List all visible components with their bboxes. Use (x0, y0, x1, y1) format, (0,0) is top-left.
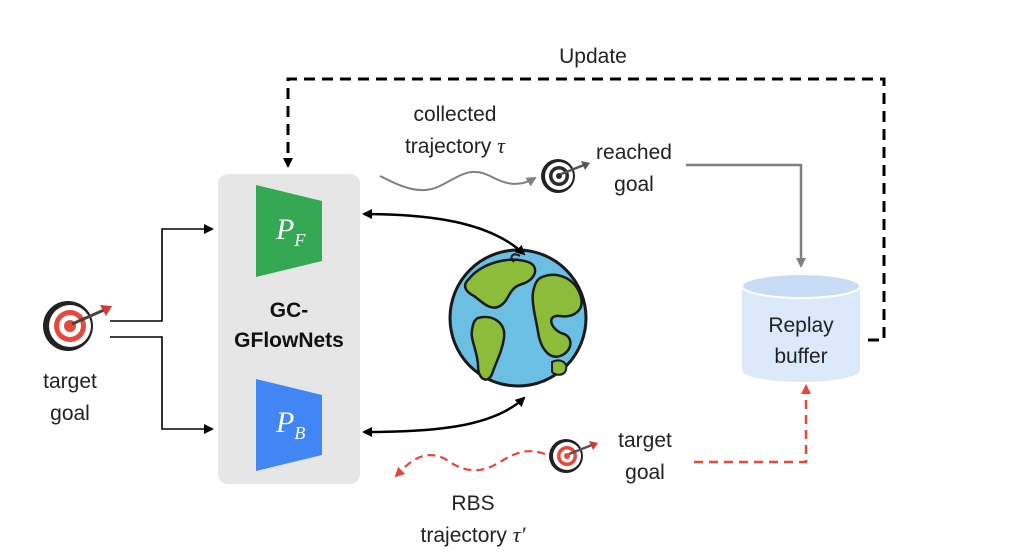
rbs-trajectory-squiggle (394, 450, 546, 478)
collected-trajectory-label-line1: collected (414, 103, 497, 126)
backward-env-arrow (362, 396, 526, 437)
target-icon (43, 301, 112, 351)
backward-policy-block (256, 379, 322, 471)
forward-policy-block (256, 185, 322, 277)
update-label: Update (559, 45, 627, 68)
goal-input-connector (110, 224, 214, 434)
target-icon (549, 439, 598, 473)
collected-trajectory-label-line2: trajectory τ (405, 133, 506, 158)
database-cylinder-icon (741, 273, 861, 382)
forward-policy-label: PF (275, 213, 306, 250)
rbs-trajectory-label-line1: RBS (451, 492, 494, 515)
left-target-label-line2: goal (50, 402, 90, 425)
replay-buffer-label-line2: buffer (774, 345, 827, 368)
reached-goal-label-line2: goal (614, 173, 654, 196)
forward-env-arrow (362, 209, 526, 256)
gc-gflownets-box (218, 174, 360, 484)
rbs-trajectory-label-line2: trajectory τ′ (421, 522, 527, 547)
gc-gflownets-label-line1: GC- (270, 299, 309, 322)
reached-goal-label-line1: reached (596, 141, 672, 164)
update-dashed-arrow (283, 77, 886, 342)
target-icon (541, 159, 590, 193)
gc-gflownets-label-line2: GFlowNets (234, 329, 344, 352)
globe-icon (448, 248, 588, 388)
left-target-label-line1: target (43, 370, 97, 393)
replay-buffer-label-line1: Replay (768, 314, 834, 337)
collected-trajectory-squiggle (379, 170, 537, 192)
right-target-label-line2: goal (625, 461, 665, 484)
backward-policy-label: PB (275, 406, 305, 443)
reached-to-buffer-arrow (686, 163, 806, 268)
rbs-goal-to-buffer-arrow (694, 384, 811, 464)
right-target-label-line1: target (618, 429, 672, 452)
